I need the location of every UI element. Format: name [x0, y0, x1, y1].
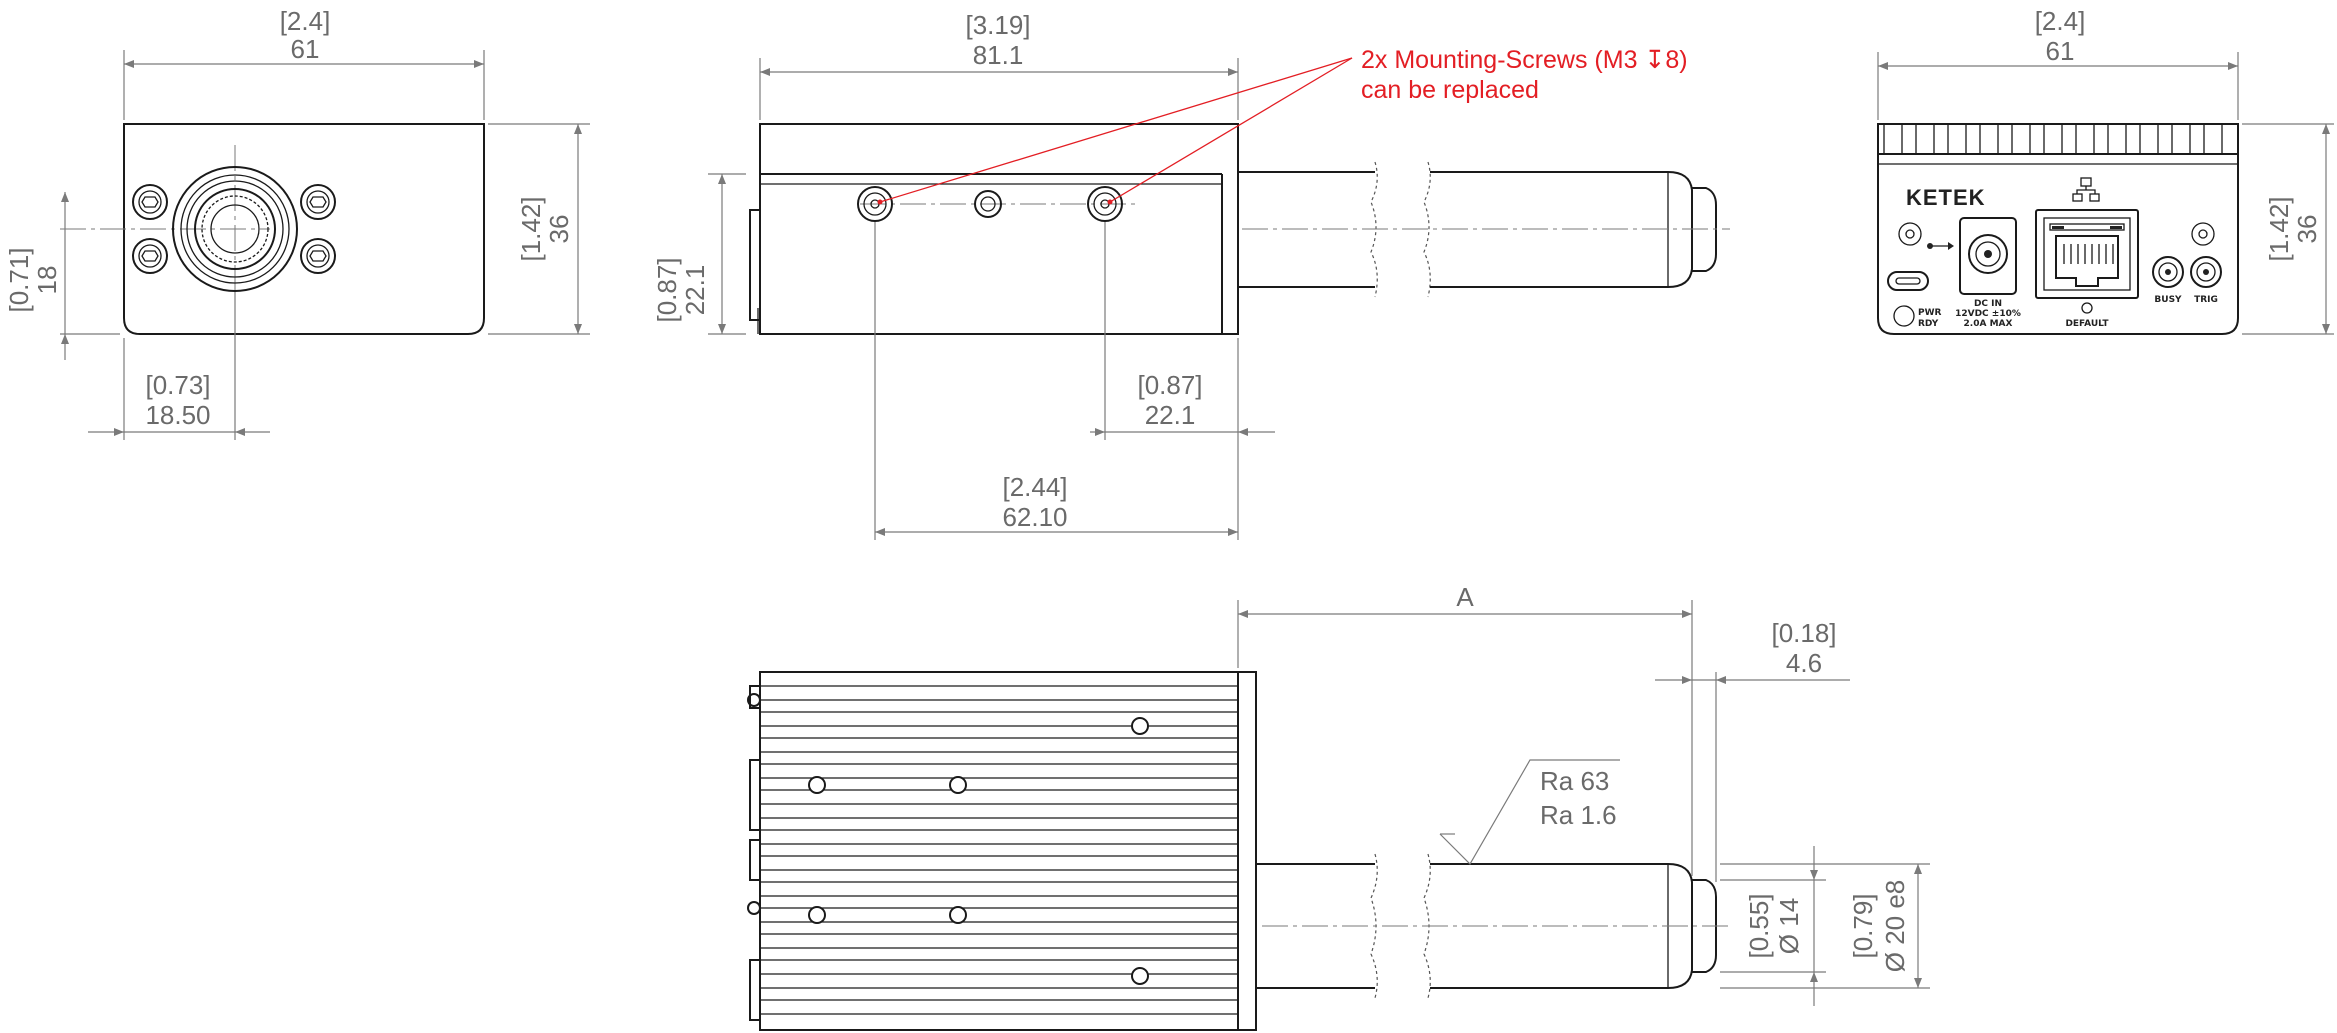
network-icon [2072, 177, 2100, 202]
dc-in-label: DC IN [1974, 299, 2002, 309]
rdy-label: RDY [1918, 319, 1939, 329]
dim-front-height-in: [1.42] [516, 196, 546, 261]
top-hole [808, 776, 826, 794]
top-hole [1131, 967, 1149, 985]
dim-rear-width-mm: 61 [2046, 36, 2075, 66]
trig-label: TRIG [2194, 295, 2218, 305]
dim-side-screw-in: [0.87] [1137, 370, 1202, 400]
dim-front-hole-v-in: [0.71] [4, 247, 34, 312]
usb-icon [1927, 242, 1954, 250]
top-hole [808, 906, 826, 924]
body-fins [760, 685, 1238, 1015]
dim-side-length-mm: 81.1 [973, 40, 1024, 70]
dim-front-width-mm: 61 [291, 34, 320, 64]
dim-tip-dia-mm: Ø 14 [1774, 898, 1804, 954]
ready-led [1893, 305, 1915, 327]
dim-tip-length-in: [0.18] [1771, 618, 1836, 648]
roughness-value-1: Ra 63 [1540, 766, 1609, 796]
busy-label: BUSY [2154, 295, 2182, 305]
top-hole [949, 906, 967, 924]
dim-rear-width-in: [2.4] [2035, 6, 2086, 36]
dim-front-hole-v-mm: 18 [32, 266, 62, 295]
dim-shaft-length: A [1456, 582, 1474, 612]
mounting-screw-note: 2x Mounting-Screws (M3 ↧8) [1361, 46, 1688, 74]
side-screw [857, 186, 893, 222]
default-label: DEFAULT [2065, 319, 2109, 329]
busy-connector [2152, 256, 2184, 288]
front-view: [2.4] 61 [1.42] 36 [0.71] 18 [0.73] 18.5… [4, 6, 590, 440]
front-screw [132, 238, 168, 274]
dim-side-height-mm: 22.1 [680, 265, 710, 316]
dim-tip-dia-in: [0.55] [1744, 893, 1774, 958]
dc-voltage-label: 12VDC ±10% [1955, 309, 2021, 319]
top-hole [1131, 717, 1149, 735]
dim-front-height-mm: 36 [544, 215, 574, 244]
dim-side-screw-span-mm: 62.10 [1002, 502, 1067, 532]
brand-logo: KETEK [1906, 185, 1986, 210]
rear-view: KETEK PWR RDY DC IN 12VDC ±10% 2.0A MAX [1877, 6, 2334, 335]
dim-rear-height-mm: 36 [2292, 215, 2322, 244]
usb-c-port [1887, 271, 1929, 291]
heat-sink-fins [1883, 123, 2223, 155]
roughness-value-2: Ra 1.6 [1540, 800, 1617, 830]
dim-side-length-in: [3.19] [965, 10, 1030, 40]
top-hole [949, 776, 967, 794]
default-button [2081, 302, 2093, 314]
dim-shaft-dia-in: [0.79] [1848, 893, 1878, 958]
dim-tip-length-mm: 4.6 [1786, 648, 1822, 678]
side-screw [974, 190, 1002, 218]
front-screw [300, 238, 336, 274]
dim-front-width-in: [2.4] [280, 6, 331, 36]
front-connector [172, 166, 298, 292]
dc-current-label: 2.0A MAX [1964, 319, 2013, 329]
side-view: [3.19] 81.1 [0.87] 22.1 [0.87] 22.1 [2.4… [652, 10, 1730, 540]
surface-roughness-symbol [1439, 759, 1620, 865]
front-screw [132, 184, 168, 220]
dim-front-hole-h-mm: 18.50 [145, 400, 210, 430]
status-led [2191, 222, 2215, 246]
dim-side-screw-span-in: [2.44] [1002, 472, 1067, 502]
dc-in-jack [1959, 217, 2017, 295]
pwr-led [1898, 222, 1922, 246]
dim-front-hole-h-in: [0.73] [145, 370, 210, 400]
front-screw [300, 184, 336, 220]
mounting-screw-note-2: can be replaced [1361, 76, 1539, 104]
pwr-label: PWR [1918, 308, 1942, 318]
dim-side-height-in: [0.87] [652, 257, 682, 322]
dim-shaft-dia-mm: Ø 20 e8 [1880, 880, 1910, 973]
trig-connector [2190, 256, 2222, 288]
dim-rear-height-in: [1.42] [2264, 196, 2294, 261]
dim-side-screw-mm: 22.1 [1145, 400, 1196, 430]
top-view: A [0.18] 4.6 Ra 63 Ra 1.6 [0.55] Ø 14 [0… [747, 582, 1930, 1031]
ethernet-port [2035, 209, 2139, 299]
